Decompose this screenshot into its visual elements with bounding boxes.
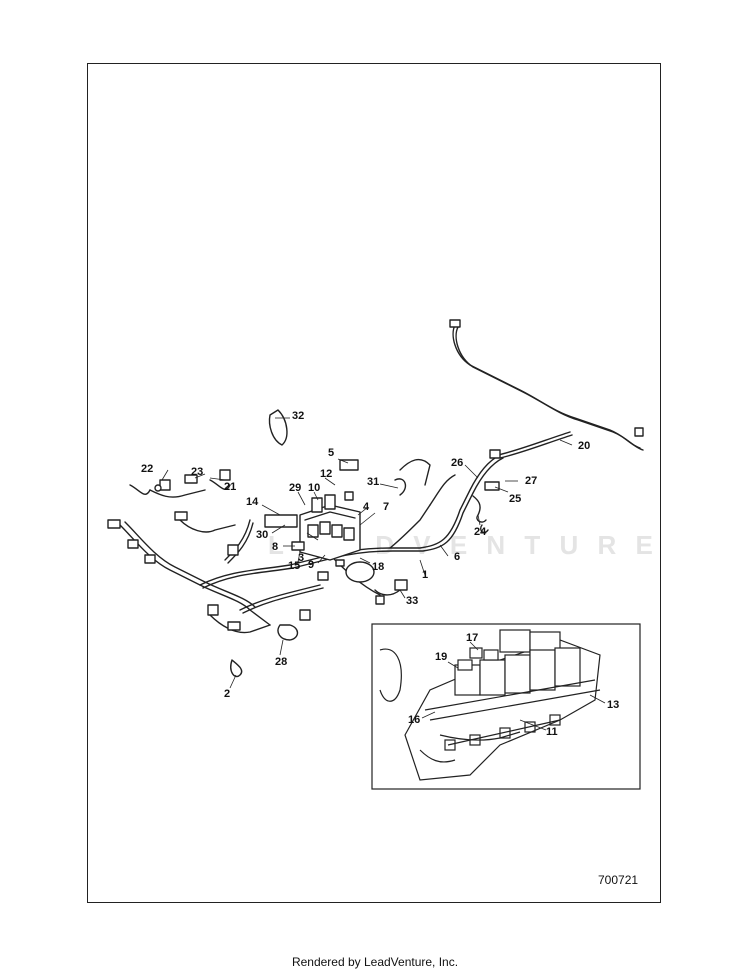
callout-18: 18 <box>372 561 385 573</box>
callout-11: 11 <box>546 726 558 738</box>
callout-27: 27 <box>525 475 538 487</box>
callout-1: 1 <box>422 569 429 581</box>
callout-17: 17 <box>466 632 479 644</box>
callout-30: 30 <box>256 529 269 541</box>
callout-2: 2 <box>224 688 231 700</box>
inset-detail <box>371 623 641 790</box>
callout-3: 3 <box>298 552 305 564</box>
rear-harness <box>452 324 641 449</box>
footer-credit: Rendered by LeadVenture, Inc. <box>291 955 459 969</box>
callout-4: 4 <box>363 501 370 513</box>
diagram-frame <box>87 63 661 903</box>
callout-12: 12 <box>320 468 333 480</box>
callout-29: 29 <box>289 482 302 494</box>
figure-number: 700721 <box>598 873 639 887</box>
callout-15: 15 <box>288 560 301 572</box>
callout-7: 7 <box>383 501 390 513</box>
callout-26: 26 <box>451 457 464 469</box>
callout-13: 13 <box>607 699 620 711</box>
callout-5: 5 <box>328 447 335 459</box>
callout-20: 20 <box>578 440 591 452</box>
callout-24: 24 <box>474 526 487 538</box>
callout-23: 23 <box>191 466 204 478</box>
callout-19: 19 <box>435 651 448 663</box>
callout-6: 6 <box>454 551 461 563</box>
callout-10: 10 <box>308 482 321 494</box>
callout-31: 31 <box>367 476 380 488</box>
callout-21: 21 <box>224 481 237 493</box>
callout-33: 33 <box>406 595 419 607</box>
callout-22: 22 <box>141 463 154 475</box>
callout-32: 32 <box>292 410 305 422</box>
callout-28: 28 <box>275 656 288 668</box>
callout-16: 16 <box>408 714 421 726</box>
callout-14: 14 <box>246 496 259 508</box>
callout-25: 25 <box>509 493 522 505</box>
callout-8: 8 <box>272 541 279 553</box>
callout-9: 9 <box>308 559 315 571</box>
